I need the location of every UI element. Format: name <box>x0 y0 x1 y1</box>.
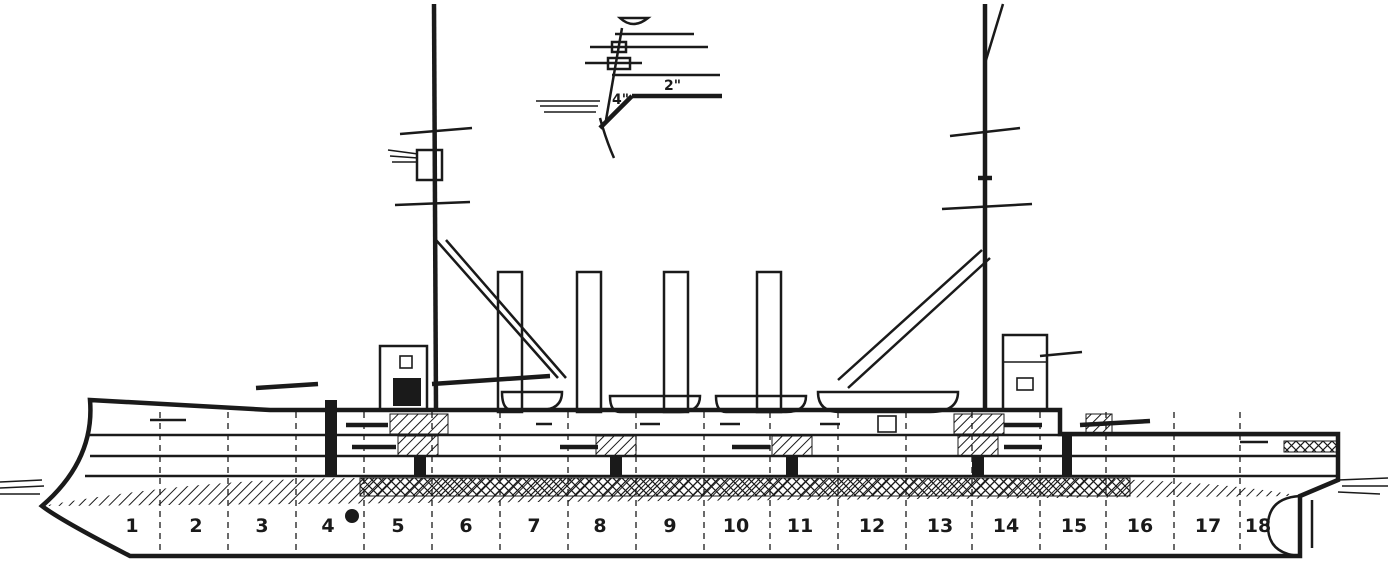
compartment-dividers <box>159 412 1241 554</box>
compartment-number-label: 6 <box>459 515 472 537</box>
mainmast <box>837 3 1033 410</box>
compartment-number-label: 18 <box>1245 515 1271 537</box>
armor-section-inset: 4" 2" <box>536 16 722 159</box>
compartment-number-label: 2 <box>189 515 202 537</box>
compartment-number-label: 15 <box>1061 515 1087 537</box>
compartment-number-label: 17 <box>1195 515 1221 537</box>
compartment-number-label: 1 <box>125 515 138 537</box>
compartment-number-label: 12 <box>859 515 885 537</box>
compartment-number-label: 10 <box>723 515 749 537</box>
forward-bridge <box>378 344 429 412</box>
compartment-number-label: 4 <box>321 515 334 537</box>
compartment-number-label: 14 <box>993 515 1019 537</box>
aft-bridge <box>1001 333 1083 412</box>
foremast <box>387 3 567 411</box>
compartment-number-label: 3 <box>255 515 268 537</box>
compartment-number-label: 13 <box>927 515 953 537</box>
water-surface <box>0 477 1388 495</box>
armor-slope-thickness-label: 4" <box>612 92 629 108</box>
armor-deck-thickness-label: 2" <box>664 78 681 94</box>
compartment-number-label: 7 <box>527 515 540 537</box>
compartment-number-label: 5 <box>391 515 404 537</box>
compartment-number-label: 9 <box>663 515 676 537</box>
compartment-number-label: 16 <box>1127 515 1153 537</box>
compartment-number-label: 8 <box>593 515 606 537</box>
compartment-number-label: 11 <box>787 515 813 537</box>
hull <box>38 397 1341 559</box>
